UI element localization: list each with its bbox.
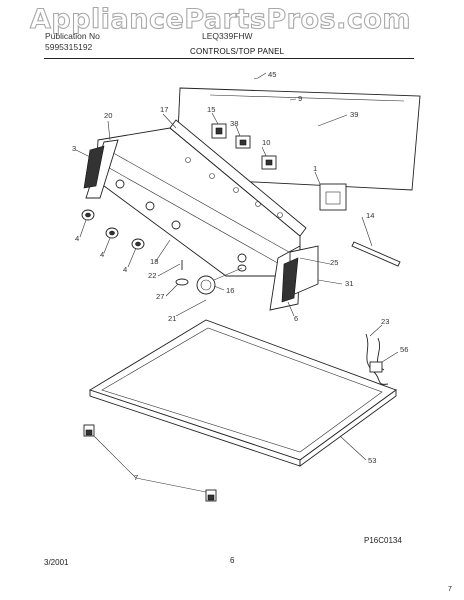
callout-label: 4 [100, 250, 105, 259]
callout-label: 23 [381, 317, 390, 326]
screw [175, 260, 189, 286]
page-number: 6 [230, 556, 235, 565]
publication-label: Publication No [45, 31, 100, 41]
figure-code: P16C0134 [364, 536, 402, 545]
wire-harness [365, 333, 389, 385]
callout-label: 18 [150, 257, 159, 266]
callout-label: 3 [72, 144, 77, 153]
callout-label: 31 [345, 279, 354, 288]
callout-label: 17 [160, 105, 169, 114]
callout-label: 15 [207, 105, 216, 114]
timer-block [211, 123, 227, 139]
callout-label: 6 [294, 314, 299, 323]
model-number: LEQ339FHW [202, 31, 253, 41]
callout-label: 22 [148, 271, 157, 280]
foot [205, 489, 217, 502]
top-panel [88, 319, 397, 467]
watermark: AppliancePartsPros.com [29, 3, 412, 35]
callout-label: 38 [230, 119, 239, 128]
callout-label: 21 [168, 314, 177, 323]
timer-knob [196, 264, 247, 295]
knob-block [261, 155, 277, 170]
callout-label: 7 [134, 473, 139, 482]
callout-label: 27 [156, 292, 165, 301]
back-panel [175, 87, 421, 191]
callout-label: 1 [313, 164, 318, 173]
callout-label: 53 [368, 456, 377, 465]
motor-switch [319, 183, 347, 211]
knob [105, 227, 119, 239]
switch-block [235, 135, 251, 149]
callout-label: 20 [104, 111, 113, 120]
right-end-cap [269, 245, 319, 311]
callout-label: 10 [262, 138, 271, 147]
title-rule [44, 58, 414, 59]
publication-number: 5995315192 [45, 42, 93, 52]
callout-label: 45 [268, 70, 277, 79]
callout-label: 56 [400, 345, 409, 354]
revision-date: 3/2001 [44, 558, 69, 567]
callout-label: 4 [123, 265, 128, 274]
strap [351, 241, 401, 267]
foot [83, 424, 95, 437]
callout-label: 25 [330, 258, 339, 267]
callout-label: 16 [226, 286, 235, 295]
corner-mark: 7 [448, 586, 452, 593]
callout-label: 14 [366, 211, 375, 220]
knob [81, 209, 95, 221]
section-title: CONTROLS/TOP PANEL [190, 47, 285, 56]
callout-label: 4 [75, 234, 80, 243]
callout-label: 39 [350, 110, 359, 119]
leader-lines [75, 72, 399, 493]
callout-label: 9 [298, 94, 303, 103]
knob [131, 238, 145, 250]
